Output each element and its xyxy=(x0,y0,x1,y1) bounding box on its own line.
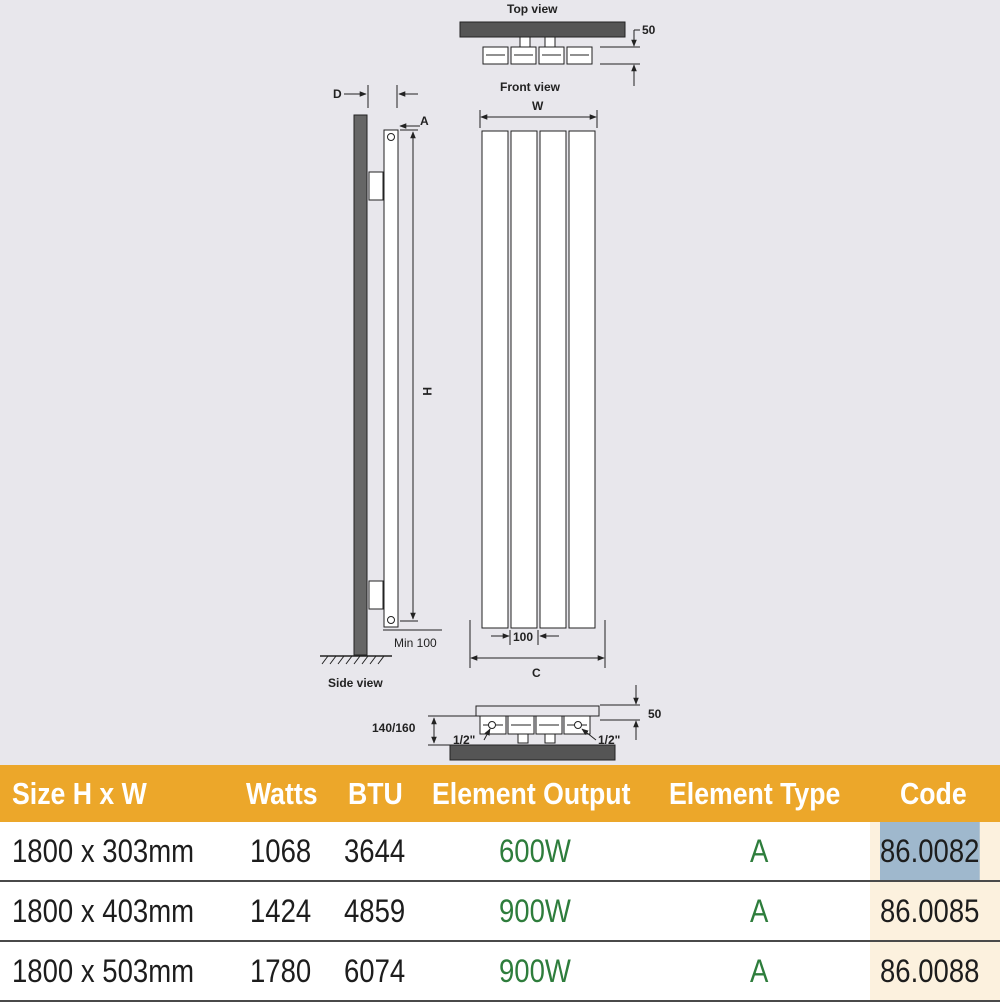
pipe-size-right-label: 1/2" xyxy=(598,733,620,747)
table-header: Size H x W Watts BTU Element Output Elem… xyxy=(0,765,1000,822)
bottom-view: 50 140/160 1/2" 1/2" xyxy=(372,685,662,761)
cell-watts: 1424 xyxy=(250,893,312,929)
front-view: Front view W 100 C xyxy=(469,80,606,680)
radiator-side xyxy=(383,129,399,628)
depth-label: D xyxy=(333,87,342,101)
radiator-panel xyxy=(510,130,538,629)
height-label: H xyxy=(420,387,434,396)
header-btu: BTU xyxy=(348,776,403,811)
side-view: D A H Min 100 Side view xyxy=(320,85,442,690)
cell-element-type: A xyxy=(750,833,769,869)
table-row: 1800 x 303mm 1068 3644 600W A 86.0082 xyxy=(0,822,1000,882)
cell-element-output: 900W xyxy=(499,893,571,929)
cell-watts: 1068 xyxy=(250,833,312,869)
radiator-panel xyxy=(568,130,596,629)
header-element-output: Element Output xyxy=(432,776,631,811)
table-row: 1800 x 403mm 1424 4859 900W A 86.0085 xyxy=(0,882,1000,942)
top-view-label: Top view xyxy=(507,2,558,16)
wall xyxy=(353,114,368,656)
spec-table: Size H x W Watts BTU Element Output Elem… xyxy=(0,765,1000,1002)
cell-code[interactable]: 86.0088 xyxy=(880,953,980,989)
cell-size: 1800 x 403mm xyxy=(12,893,195,929)
top-view: Top view 50 xyxy=(459,2,656,86)
pipe-height-label: 140/160 xyxy=(372,721,416,735)
cell-size: 1800 x 503mm xyxy=(12,953,195,989)
centres-label: C xyxy=(532,666,541,680)
bottom-view-depth-label: 50 xyxy=(648,707,662,721)
panel-gap-label: 100 xyxy=(513,630,533,644)
top-view-depth-label: 50 xyxy=(642,23,656,37)
radiator-panel xyxy=(539,130,567,629)
cell-code[interactable]: 86.0082 xyxy=(880,822,980,880)
cell-size: 1800 x 303mm xyxy=(12,833,195,869)
cell-btu: 3644 xyxy=(344,833,406,869)
top-view-wall xyxy=(459,21,626,38)
cell-element-type: A xyxy=(750,953,769,989)
table-row: 1800 x 503mm 1780 6074 900W A 86.0088 xyxy=(0,942,1000,1002)
header-element-type: Element Type xyxy=(669,776,841,811)
pipe-size-left-label: 1/2" xyxy=(453,733,475,747)
cell-element-output: 900W xyxy=(499,953,571,989)
technical-drawing: Top view 50 Front view W 100 xyxy=(320,2,662,761)
cell-element-output: 600W xyxy=(499,833,571,869)
cell-btu: 6074 xyxy=(344,953,406,989)
min-clearance-label: Min 100 xyxy=(394,636,437,650)
cell-element-type: A xyxy=(750,893,769,929)
bottom-view-wall xyxy=(449,744,616,761)
radiator-diagram: Top view 50 Front view W 100 xyxy=(0,0,1000,765)
cell-watts: 1780 xyxy=(250,953,312,989)
offset-label: A xyxy=(420,114,429,128)
header-code: Code xyxy=(900,776,967,811)
width-label: W xyxy=(532,99,544,113)
cell-btu: 4859 xyxy=(344,893,406,929)
cell-code[interactable]: 86.0085 xyxy=(880,893,980,929)
header-watts: Watts xyxy=(246,776,318,811)
front-view-label: Front view xyxy=(500,80,561,94)
radiator-panel xyxy=(481,130,509,629)
side-view-label: Side view xyxy=(328,676,383,690)
header-size: Size H x W xyxy=(12,776,147,811)
